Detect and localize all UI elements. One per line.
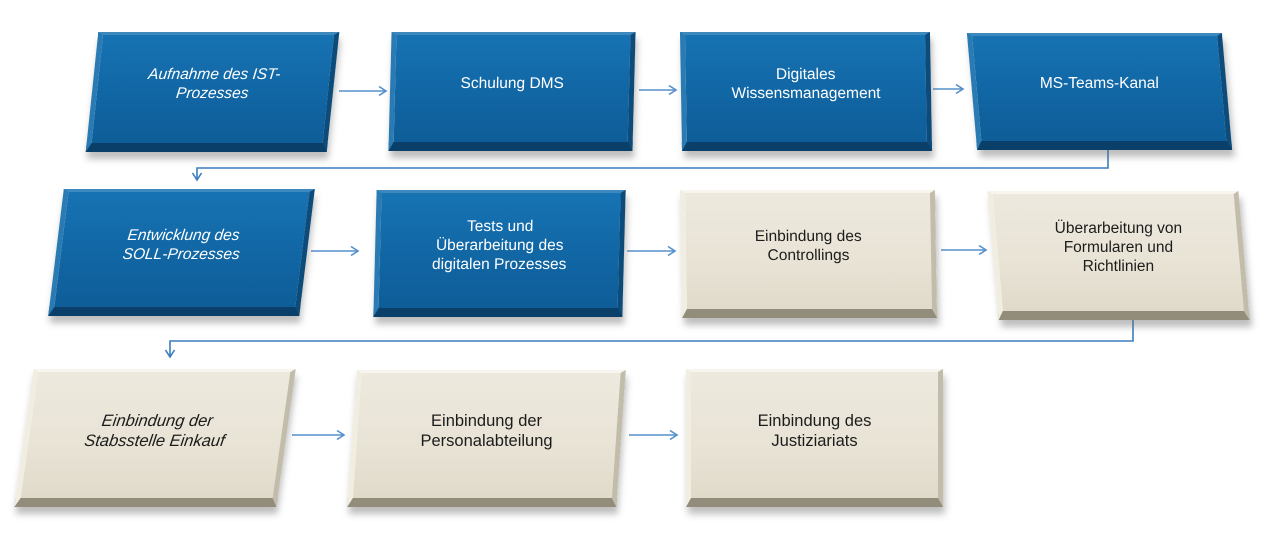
node-label: Tests und Überarbeitung des digitalen Pr…	[431, 218, 567, 273]
node-schulung-dms: Schulung DMS	[388, 32, 636, 151]
node-label: MS-Teams-Kanal	[1039, 75, 1159, 93]
node-entwicklung-soll-prozess: Entwicklung des SOLL-Prozesses	[48, 189, 315, 316]
node-einbindung-justiziariat: Einbindung des Justiziariats	[686, 369, 943, 507]
node-label: Digitales Wissensmanagement	[731, 65, 881, 102]
node-label: Schulung DMS	[460, 75, 565, 93]
node-ms-teams-kanal: MS-Teams-Kanal	[966, 33, 1233, 150]
node-tests-ueberarbeitung: Tests und Überarbeitung des digitalen Pr…	[373, 190, 626, 317]
node-label: Einbindung der Personalabteilung	[420, 412, 553, 451]
node-digitales-wissensmanagement: Digitales Wissensmanagement	[679, 32, 933, 151]
node-ueberarbeitung-formulare-richtlinien: Überarbeitung von Formularen und Richtli…	[987, 191, 1250, 320]
node-einbindung-stabsstelle-einkauf: Einbindung der Stabsstelle Einkauf	[14, 369, 296, 507]
node-label: Entwicklung des SOLL-Prozesses	[121, 226, 241, 263]
node-label: Aufnahme des IST- Prozesses	[147, 66, 282, 102]
node-einbindung-controlling: Einbindung des Controllings	[679, 190, 938, 318]
node-label: Einbindung des Justiziariats	[757, 411, 872, 450]
node-label: Einbindung des Controllings	[754, 228, 862, 264]
node-einbindung-personalabteilung: Einbindung der Personalabteilung	[347, 370, 626, 507]
connector-row2-to-row3	[164, 319, 1134, 359]
node-label: Einbindung der Stabsstelle Einkauf	[83, 411, 227, 450]
node-label: Überarbeitung von Formularen und Richtli…	[1054, 220, 1182, 275]
connector-row1-to-row2	[191, 148, 1109, 182]
node-aufnahme-ist-prozess: Aufnahme des IST- Prozesses	[85, 32, 340, 152]
